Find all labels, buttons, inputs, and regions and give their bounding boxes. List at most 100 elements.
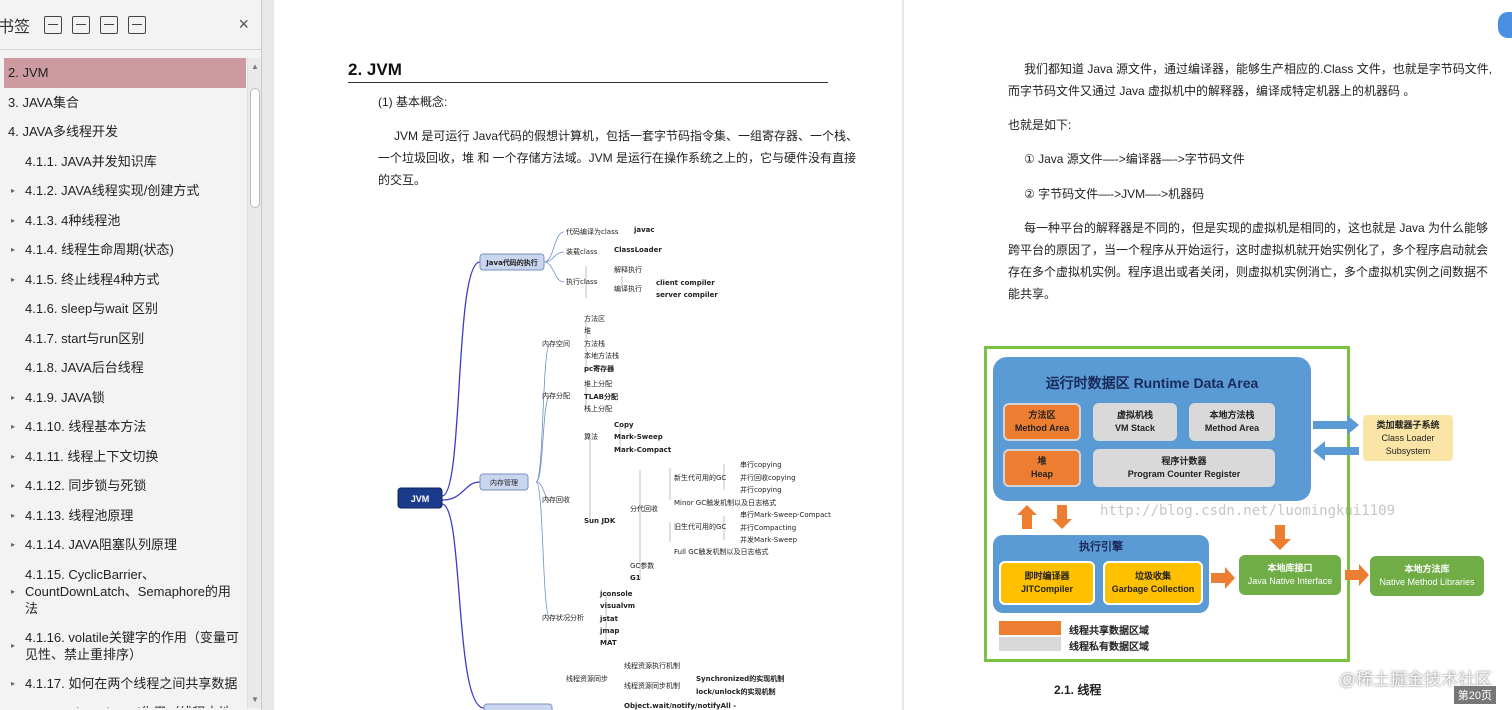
- mindmap-label: Sun JDK: [584, 517, 616, 525]
- chevron-right-icon[interactable]: ▸: [11, 510, 16, 520]
- mindmap-label: 并行Compacting: [740, 523, 796, 532]
- right-arrow: [1211, 567, 1235, 589]
- basic-concept-label: (1) 基本概念:: [378, 95, 448, 109]
- scroll-down-icon[interactable]: ▼: [251, 695, 259, 704]
- sidebar-item[interactable]: ▸ 4.1.17. 如何在两个线程之间共享数据: [0, 669, 246, 699]
- sidebar-item[interactable]: ▸4.1.3. 4种线程池: [0, 206, 246, 236]
- pdf-page-right: 我们都知道 Java 源文件，通过编译器，能够生产相应的.Class 文件，也就…: [904, 0, 1512, 710]
- mindmap-label: 执行class: [566, 277, 598, 286]
- mindmap-label: jstat: [599, 615, 619, 623]
- mindmap-label: 内存管理: [490, 478, 518, 487]
- mindmap-label: Synchronized的实现机制: [696, 674, 784, 683]
- chevron-right-icon[interactable]: ▸: [11, 215, 16, 225]
- chevron-right-icon[interactable]: ▸: [11, 186, 16, 196]
- mindmap-label: 串行copying: [740, 460, 782, 469]
- mindmap-label: client compiler: [656, 279, 715, 287]
- sidebar-item[interactable]: ▸4.1.16. volatile关键字的作用（变量可见性、禁止重排序）: [0, 623, 246, 669]
- sidebar-item[interactable]: ▸ 4.1.4. 线程生命周期(状态): [0, 235, 246, 265]
- close-icon[interactable]: ×: [238, 14, 249, 34]
- sidebar-item[interactable]: 4.1.1. JAVA并发知识库: [0, 147, 246, 177]
- list-item: ① Java 源文件—->编译器—->字节码文件: [1024, 152, 1245, 166]
- mindmap-label: MAT: [600, 639, 617, 647]
- chevron-right-icon[interactable]: ▸: [11, 245, 16, 255]
- sidebar-item-label: 4.1.17. 如何在两个线程之间共享数据: [25, 675, 238, 691]
- chevron-right-icon[interactable]: ▸: [11, 422, 16, 432]
- sidebar-toolbar: [44, 15, 147, 34]
- scroll-up-icon[interactable]: ▲: [251, 62, 259, 71]
- collapse-all-icon[interactable]: [72, 15, 91, 34]
- engine-arrows: [1017, 505, 1072, 529]
- add-bookmark-icon[interactable]: [100, 15, 119, 34]
- page-number: 第20页: [1453, 686, 1496, 704]
- sidebar-item[interactable]: ▸ 4.1.11. 线程上下文切换: [0, 442, 246, 472]
- paragraph-line: 能共享。: [1008, 287, 1057, 301]
- sidebar-item[interactable]: 4.1.8. JAVA后台线程: [0, 353, 246, 383]
- sidebar-item[interactable]: ▸ 4.1.12. 同步锁与死锁: [0, 471, 246, 501]
- sidebar-item-label: 4.1.11. 线程上下文切换: [25, 448, 159, 464]
- mindmap-label: visualvm: [600, 602, 635, 610]
- chevron-right-icon[interactable]: ▸: [11, 641, 16, 650]
- sidebar-item-label: 4.1.18. ThreadLocal作用（线程本地: [25, 704, 231, 708]
- legend-private-swatch: [999, 637, 1061, 651]
- paragraph-line: 的交互。: [378, 173, 427, 187]
- mindmap-label: Full GC触发机制以及日志格式: [674, 547, 769, 556]
- mindmap-label: Object.wait/notify/notifyAll -: [624, 702, 736, 710]
- chevron-right-icon[interactable]: ▸: [11, 392, 16, 402]
- chevron-right-icon[interactable]: ▸: [11, 451, 16, 461]
- mindmap-label: 内存空间: [542, 339, 570, 348]
- runtime-title: 运行时数据区 Runtime Data Area: [1045, 375, 1259, 391]
- sidebar-item[interactable]: ▸ 4.1.15. CyclicBarrier、CountDownLatch、Se…: [0, 560, 246, 623]
- sidebar-item-label: 4.1.13. 线程池原理: [25, 507, 134, 523]
- mindmap-label: 算法: [584, 432, 598, 441]
- floating-tool-button[interactable]: [1498, 12, 1512, 38]
- sidebar-item[interactable]: ▸ 4.1.9. JAVA锁: [0, 383, 246, 413]
- sidebar-item[interactable]: 4.1.6. sleep与wait 区别: [0, 294, 246, 324]
- sidebar-item-label: 4.1.6. sleep与wait 区别: [25, 301, 158, 317]
- sidebar-item[interactable]: 4.1.18. ThreadLocal作用（线程本地: [0, 698, 246, 708]
- sidebar-item-label: 4.1.9. JAVA锁: [25, 389, 105, 405]
- mindmap-label: pc寄存器: [584, 364, 615, 373]
- mindmap-label: G1: [630, 574, 641, 582]
- sidebar-item[interactable]: ▸4.1.5. 终止线程4种方式: [0, 265, 246, 295]
- mindmap-label: jmap: [599, 627, 619, 635]
- sidebar-scrollbar[interactable]: ▲ ▼: [247, 58, 261, 708]
- chevron-right-icon[interactable]: ▸: [11, 540, 16, 550]
- paragraph-line: 也就是如下:: [1008, 118, 1072, 132]
- sidebar-title: 书签: [0, 16, 31, 36]
- bookmark-options-icon[interactable]: [128, 15, 147, 34]
- sidebar-item-label: 4.1.4. 线程生命周期(状态): [25, 242, 174, 258]
- sidebar-item[interactable]: ▸ 4.1.13. 线程池原理: [0, 501, 246, 531]
- mindmap-node: [479, 473, 529, 491]
- chevron-right-icon[interactable]: ▸: [11, 586, 16, 596]
- chevron-right-icon[interactable]: ▸: [11, 274, 16, 284]
- sidebar-item[interactable]: 4. JAVA多线程开发: [0, 117, 246, 147]
- sidebar-item-label: 4.1.12. 同步锁与死锁: [25, 478, 147, 494]
- mindmap-label: 内存分配: [542, 391, 570, 400]
- mindmap-label: 并行回收copying: [740, 473, 796, 482]
- sidebar-item-label: 4.1.15. CyclicBarrier、CountDownLatch、Sem…: [25, 566, 231, 616]
- right-arrow: [1345, 564, 1369, 586]
- sidebar-item-label: 2. JVM: [8, 65, 49, 81]
- sidebar-item[interactable]: 4.1.7. start与run区别: [0, 324, 246, 354]
- mindmap-label: Mark-Sweep: [614, 433, 663, 441]
- diagram-watermark: http://blog.csdn.net/luomingkui1109: [1100, 503, 1396, 519]
- sidebar-item[interactable]: 2. JVM: [4, 58, 246, 88]
- paragraph-line: 每一种平台的解释器是不同的，但是实现的虚拟机是相同的，这也就是 Java 为什么…: [1024, 221, 1489, 235]
- site-watermark: @稀土掘金技术社区: [1338, 670, 1492, 689]
- sidebar-item[interactable]: ▸4.1.14. JAVA阻塞队列原理: [0, 530, 246, 560]
- sidebar-item[interactable]: ▸4.1.2. JAVA线程实现/创建方式: [0, 176, 246, 206]
- expand-all-icon[interactable]: [44, 15, 63, 34]
- mindmap-label: 方法栈: [584, 339, 605, 348]
- mindmap-label: 串行Mark-Sweep-Compact: [740, 510, 831, 519]
- scroll-thumb[interactable]: [250, 88, 260, 208]
- chevron-right-icon[interactable]: ▸: [11, 678, 16, 688]
- legend-shared-swatch: [999, 621, 1061, 635]
- sidebar-item[interactable]: ▸4.1.10. 线程基本方法: [0, 412, 246, 442]
- mindmap-label: ClassLoader: [614, 246, 662, 254]
- sidebar-item-label: 4.1.8. JAVA后台线程: [25, 360, 144, 376]
- sidebar-item[interactable]: 3. JAVA集合: [0, 88, 246, 118]
- chevron-right-icon[interactable]: ▸: [11, 481, 16, 491]
